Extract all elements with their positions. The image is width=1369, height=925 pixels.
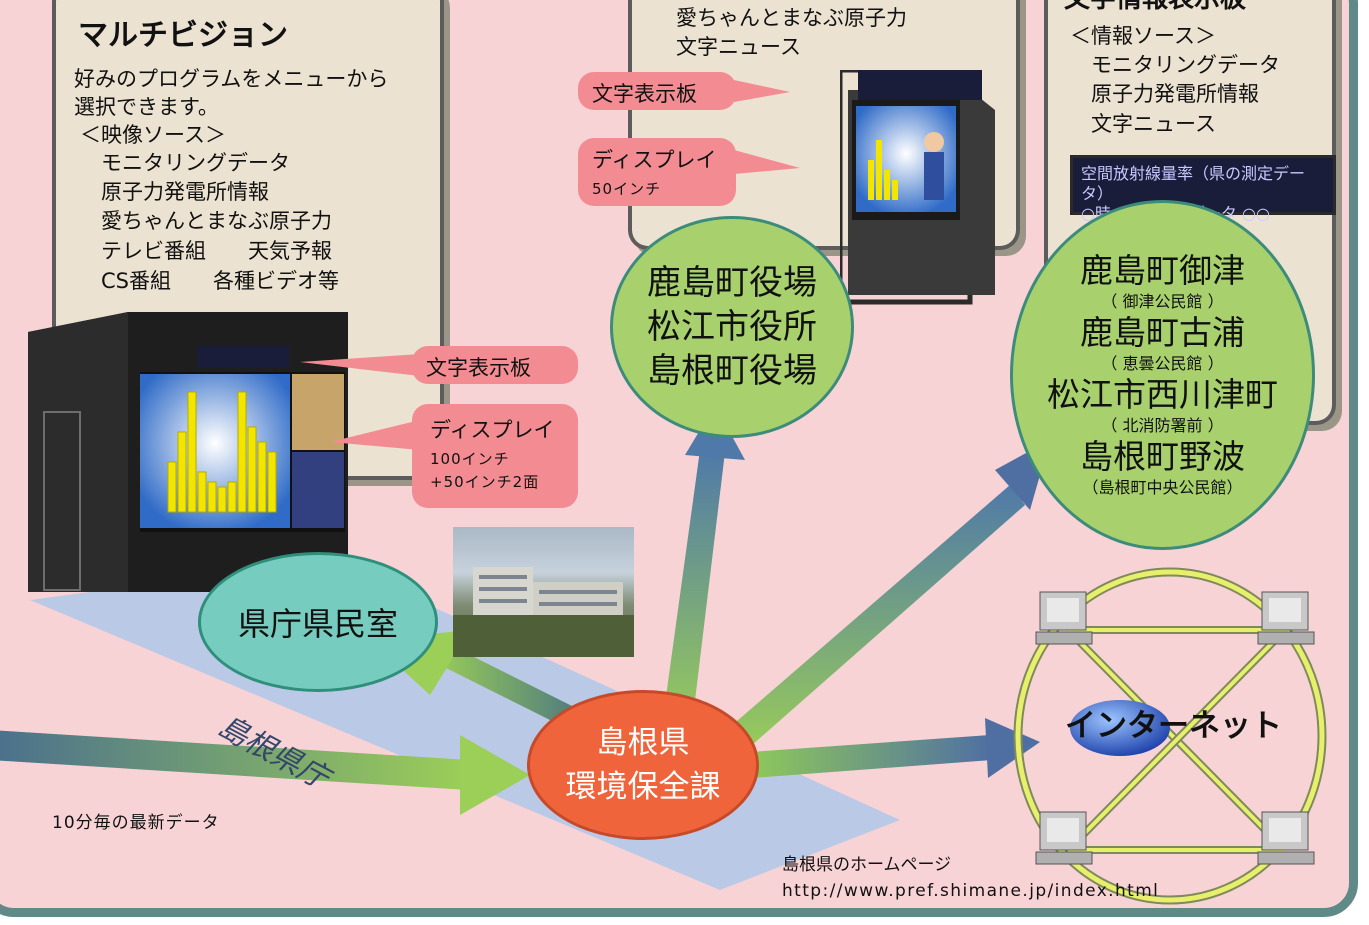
bubble-sublabel: 100インチ [430,450,510,468]
homepage-url[interactable]: http://www.pref.shimane.jp/index.html [782,881,1160,901]
network-computer-icon [1035,811,1093,865]
bubble-sublabel: 50インチ [592,180,662,198]
location-name: 松江市役所 [647,307,817,347]
location-sub: （ 恵曇公民館 ） [1101,354,1224,373]
right-panel-line: 原子力発電所情報 [1070,82,1259,106]
middle-line: 愛ちゃんとまなぶ原子力 [676,6,907,30]
bubble-sublabel: +50インチ2面 [430,473,540,491]
led-line: 空間放射線量率（県の測定データ） [1081,164,1306,203]
environment-circle: 島根県 環境保全課 [527,690,759,840]
building-photo [453,527,634,657]
right-panel-line: モニタリングデータ [1070,53,1280,77]
bubble-text-board: 文字表示板 [412,346,578,384]
multivision-line: モニタリングデータ [80,151,290,175]
location-name: 島根町野波 [1080,437,1245,476]
location-name: 松江市西川津町 [1047,375,1278,414]
bubble-label: 文字表示板 [426,356,531,380]
right-panel-line: ＜情報ソース＞ [1070,24,1216,48]
location-name: 鹿島町役場 [647,263,817,303]
globe-icon [1070,700,1170,756]
multivision-line: ＜映像ソース＞ [80,123,226,147]
update-note: 10分毎の最新データ [52,813,220,833]
multivision-line: テレビ番組 天気予報 [80,239,332,263]
network-computer-icon [1257,591,1315,645]
bubble-label: ディスプレイ [430,418,555,442]
multivision-line: CS番組 各種ビデオ等 [80,269,339,293]
multivision-line: 好みのプログラムをメニューから [74,67,389,91]
multivision-line: 選択できます。 [74,95,219,119]
bubble-display: ディスプレイ 100インチ +50インチ2面 [412,404,578,508]
text-board-title: 文字情報表示板 [1064,0,1246,15]
arrow-to-middle [660,405,745,742]
location-name: 鹿島町御津 [1080,251,1245,290]
internet-network [1013,567,1327,905]
display-kiosk [840,70,995,305]
network-computer-icon [1257,811,1315,865]
kencho-circle: 県庁県民室 [198,552,438,692]
homepage-label: 島根県のホームページ [782,855,952,875]
right-panel-line: 文字ニュース [1070,112,1216,136]
middle-line: 文字ニュース [676,35,801,59]
internet-label: インターネット [1065,708,1282,744]
location-sub: （ 北消防署前 ） [1101,416,1224,435]
location-sub: （ 御津公民館 ） [1101,292,1224,311]
arrow-to-right [715,440,1050,760]
environment-label: 環境保全課 [565,769,721,805]
environment-label: 島根県 [596,725,690,761]
bubble-label: 文字表示板 [592,82,697,106]
multivision-led-board [197,346,289,368]
multivision-line: 原子力発電所情報 [80,180,269,204]
middle-location-circle: 鹿島町役場 松江市役所 島根町役場 [610,216,854,438]
kencho-label: 県庁県民室 [237,605,398,643]
multivision-line: 愛ちゃんとまなぶ原子力 [80,209,332,233]
bubble-display-mid: ディスプレイ 50インチ [578,138,736,206]
location-name: 鹿島町古浦 [1080,313,1245,352]
arrow-to-internet [750,718,1040,778]
location-sub: （島根町中央公民館） [1082,478,1243,497]
bubble-text-board-mid: 文字表示板 [578,72,736,110]
network-computer-icon [1035,591,1093,645]
middle-led-board [858,70,982,100]
arrow-incoming [0,730,530,815]
location-name: 島根町役場 [647,351,817,391]
multivision-title: マルチビジョン [78,18,288,53]
multivision-cabinet [28,312,348,592]
right-location-circle: 鹿島町御津 （ 御津公民館 ） 鹿島町古浦 （ 恵曇公民館 ） 松江市西川津町 … [1010,200,1315,550]
bubble-label: ディスプレイ [592,148,717,172]
